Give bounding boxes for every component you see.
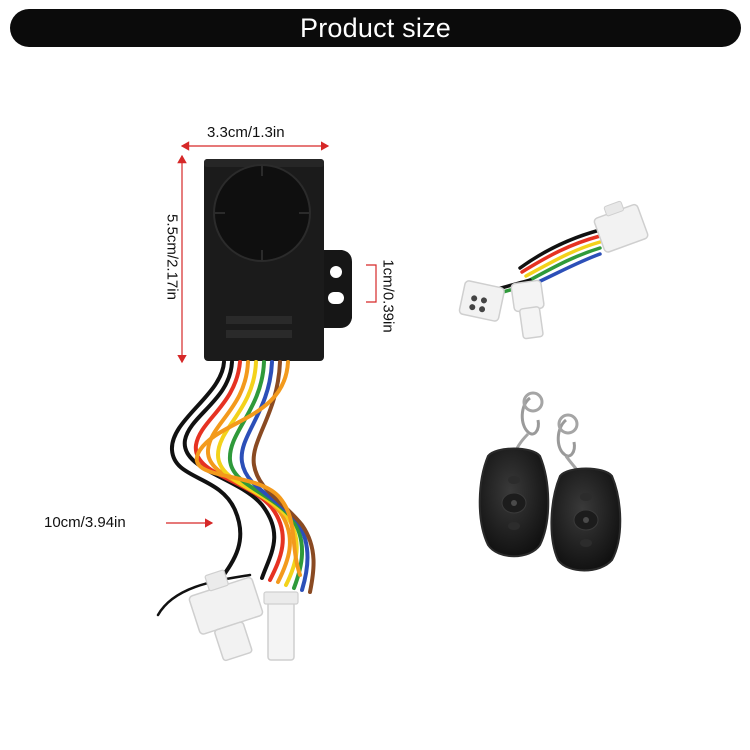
- embossed-label-1: [226, 316, 292, 324]
- speaker-grille: [213, 164, 311, 262]
- mounting-bracket: [318, 250, 352, 328]
- title-bar: Product size: [10, 9, 741, 47]
- remote-controls: [478, 391, 622, 572]
- embossed-label-2: [226, 330, 292, 338]
- alarm-unit: [204, 159, 352, 361]
- adapter-cable: [458, 200, 649, 340]
- bracket-bracket-line: [366, 264, 377, 303]
- wire-length-label: 10cm/3.94in: [44, 514, 126, 531]
- bracket-hole-slot: [328, 292, 344, 304]
- dimension-arrows: [166, 141, 377, 528]
- bracket-hole-top: [330, 266, 342, 278]
- width-dimension-label: 3.3cm/1.3in: [207, 124, 285, 141]
- connector-plug-flat: [267, 597, 295, 661]
- remote-left: [478, 391, 550, 558]
- wire-connectors: [188, 569, 299, 662]
- remote-right: [550, 413, 622, 572]
- page-title: Product size: [300, 12, 451, 43]
- wire-bundle: [156, 360, 316, 617]
